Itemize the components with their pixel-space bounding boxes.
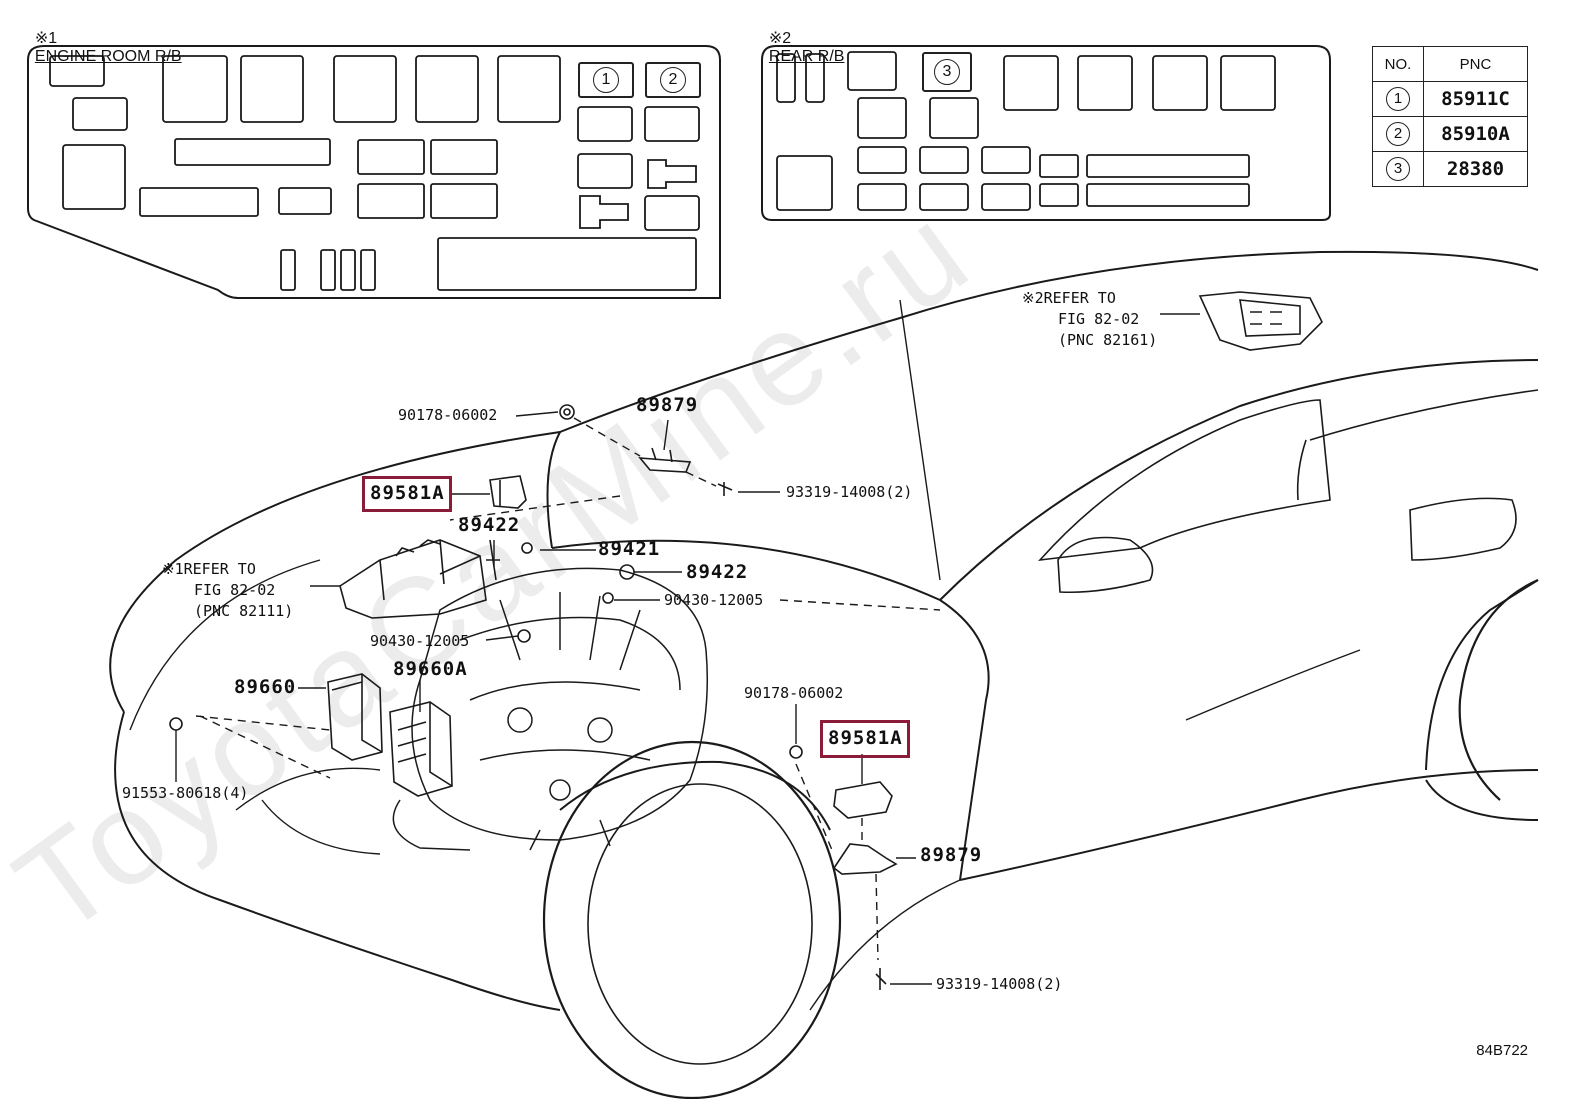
- part-93319-14008-top[interactable]: 93319-14008(2): [786, 483, 913, 501]
- engine-room-rb-mark: ※1: [34, 30, 58, 47]
- part-90430-12005-right[interactable]: 90430-12005: [664, 591, 764, 609]
- refer-rear-line3: (PNC 82161): [1058, 331, 1158, 349]
- highlight-89581A-mid: [820, 720, 910, 758]
- refer-engine-mark: ※1: [162, 560, 184, 578]
- engine-room-rb-header: ※1 ENGINE ROOM R/B: [26, 10, 182, 66]
- part-89660A[interactable]: 89660A: [393, 658, 468, 680]
- part-89660[interactable]: 89660: [234, 676, 297, 698]
- engine-room-rb-illustration: [339, 539, 487, 619]
- refer-rear-callout[interactable]: ※2REFER TO FIG 82-02 (PNC 82161): [1022, 288, 1157, 351]
- refer-rear-line2: FIG 82-02: [1058, 310, 1140, 328]
- engine-room-rb-title: ENGINE ROOM R/B: [34, 48, 182, 65]
- pnc-row: 1 85911C: [1372, 81, 1528, 117]
- rear-rb-title: REAR R/B: [768, 48, 845, 65]
- part-89581A-mid[interactable]: 89581A: [828, 727, 903, 749]
- pnc-row-value[interactable]: 28380: [1423, 151, 1528, 187]
- relay-marker-3: 3: [922, 52, 972, 92]
- figure-code: 84B722: [1476, 1042, 1528, 1059]
- car-body-outline: [109, 250, 1539, 1099]
- part-90178-06002-top[interactable]: 90178-06002: [398, 406, 498, 424]
- pnc-row: 3 28380: [1372, 151, 1528, 187]
- part-90178-06002-mid[interactable]: 90178-06002: [744, 684, 844, 702]
- watermark-text: ToyotaCarMine.ru: [0, 175, 997, 963]
- part-89879-mid[interactable]: 89879: [920, 844, 983, 866]
- pnc-row-no: 2: [1386, 122, 1410, 146]
- refer-engine-callout[interactable]: ※1REFER TO FIG 82-02 (PNC 82111): [162, 559, 293, 622]
- refer-rear-mark: ※2: [1022, 289, 1044, 307]
- pnc-col-no: NO.: [1372, 46, 1424, 82]
- pnc-table-header: NO. PNC: [1372, 46, 1528, 82]
- leader-lines: [175, 313, 1200, 985]
- refer-engine-line3: (PNC 82111): [194, 602, 294, 620]
- rear-rb-panel: [761, 45, 1331, 221]
- sensor-89581A-top-illustration: [489, 475, 527, 509]
- highlight-89581A-top: [362, 476, 452, 512]
- relay-marker-1-label: 1: [593, 67, 619, 93]
- relay-marker-1: 1: [578, 62, 634, 98]
- sensor-89581A-mid-illustration: [833, 781, 893, 819]
- bracket-89879-mid-illustration: [832, 843, 898, 875]
- engine-illustration: [392, 567, 708, 851]
- pnc-row-no: 3: [1386, 157, 1410, 181]
- refer-engine-line2: FIG 82-02: [194, 581, 276, 599]
- engine-room-rb-panel: [27, 45, 721, 299]
- ecu-89660-illustration: [327, 673, 383, 761]
- pnc-row-value[interactable]: 85911C: [1423, 81, 1528, 117]
- pnc-table: NO. PNC 1 85911C 2 85910A 3 28380: [1372, 46, 1528, 187]
- ecu-89660A-illustration: [389, 701, 453, 797]
- relay-marker-3-label: 3: [934, 59, 960, 85]
- relay-marker-2-label: 2: [660, 67, 686, 93]
- part-89879-top[interactable]: 89879: [636, 394, 699, 416]
- engine-room-fuse-blocks: [49, 55, 700, 291]
- part-91553-80618[interactable]: 91553-80618(4): [122, 784, 249, 802]
- pnc-row: 2 85910A: [1372, 116, 1528, 152]
- pnc-row-no: 1: [1386, 87, 1410, 111]
- part-89421[interactable]: 89421: [598, 538, 661, 560]
- pnc-col-pnc: PNC: [1423, 46, 1528, 82]
- relay-marker-2: 2: [645, 62, 701, 98]
- part-90430-12005-left[interactable]: 90430-12005: [370, 632, 470, 650]
- part-89422-a[interactable]: 89422: [458, 514, 521, 536]
- rear-rb-header: ※2 REAR R/B: [760, 10, 845, 66]
- refer-rear-line1: REFER TO: [1043, 289, 1116, 307]
- part-89581A-top[interactable]: 89581A: [370, 482, 445, 504]
- pnc-row-value[interactable]: 85910A: [1423, 116, 1528, 152]
- part-89422-b[interactable]: 89422: [686, 561, 749, 583]
- part-93319-14008-bottom[interactable]: 93319-14008(2): [936, 975, 1063, 993]
- rear-rb-mark: ※2: [768, 30, 792, 47]
- refer-engine-line1: REFER TO: [183, 560, 256, 578]
- rear-rb-fuse-blocks: [776, 51, 1276, 211]
- assembly-dashed-lines: [195, 417, 941, 961]
- rear-rb-illustration: [1198, 291, 1323, 351]
